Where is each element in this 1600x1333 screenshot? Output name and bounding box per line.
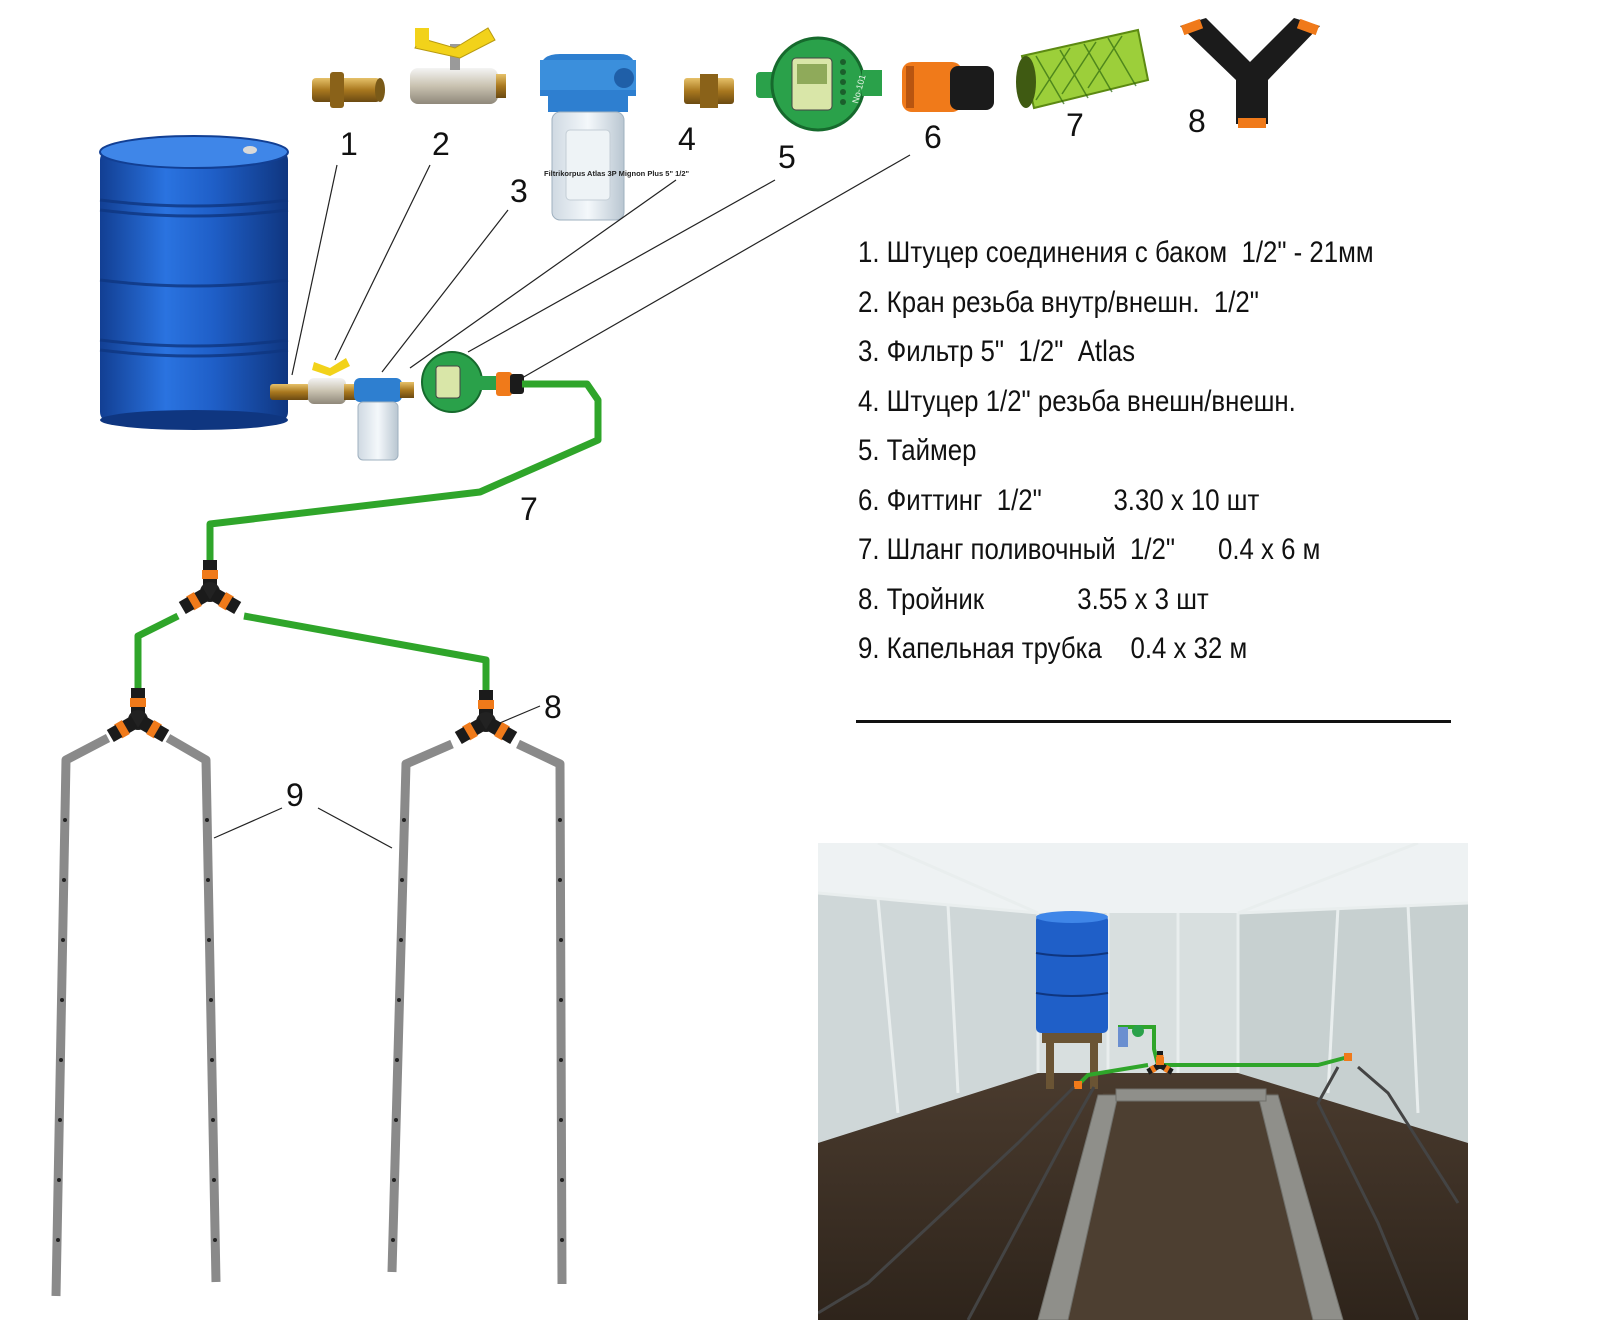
parts-legend: 1. Штуцер соединения с баком 1/2" - 21мм… — [858, 228, 1498, 674]
tee-connector-icon — [1180, 18, 1320, 128]
callout-6: 6 — [924, 119, 942, 155]
hose-fitting-icon — [902, 62, 994, 112]
callout-2: 2 — [432, 126, 450, 162]
legend-item-7: 7. Шланг поливочный 1/2" 0.4 х 6 м — [858, 533, 1321, 566]
legend-divider — [856, 720, 1451, 723]
tee-connector-icon — [454, 690, 518, 745]
legend-item-3: 3. Фильтр 5" 1/2" Atlas — [858, 335, 1136, 368]
tank-connector-icon — [312, 72, 385, 108]
legend-item-9: 9. Капельная трубка 0.4 х 32 м — [858, 632, 1248, 665]
callout-4: 4 — [678, 121, 696, 157]
filter-label: Filtrikorpus Atlas 3P Mignon Plus 5" 1/2… — [544, 169, 690, 178]
callout-1: 1 — [340, 126, 358, 162]
legend-item-2: 2. Кран резьба внутр/внешн. 1/2" — [858, 285, 1259, 319]
callout-7: 7 — [520, 491, 538, 527]
callout-8-top: 8 — [1188, 103, 1206, 139]
leader-lines — [213, 154, 911, 849]
hose-icon — [1016, 28, 1150, 110]
drip-tubes — [51, 734, 567, 1297]
legend-item-4: 4. Штуцер 1/2" резьба внешн/внешн. — [858, 384, 1296, 418]
nipple-icon — [684, 74, 734, 108]
hose-network — [134, 380, 602, 690]
ball-valve-icon — [410, 27, 506, 104]
callout-3: 3 — [510, 173, 528, 209]
legend-item-5: 5. Таймер — [858, 434, 977, 467]
filter-icon: Filtrikorpus Atlas 3P Mignon Plus 5" 1/2… — [540, 54, 690, 221]
tee-connector-icon — [178, 560, 242, 615]
legend-item-6: 6. Фиттинг 1/2" 3.30 х 10 шт — [858, 483, 1260, 517]
legend-item-8: 8. Тройник 3.55 х 3 шт — [858, 582, 1209, 616]
callout-7-top: 7 — [1066, 107, 1084, 143]
assembly-chain — [270, 351, 524, 461]
timer-icon: No-101 — [756, 36, 882, 132]
drip-holes — [56, 818, 564, 1242]
callout-8: 8 — [544, 689, 562, 725]
callout-9: 9 — [286, 777, 304, 813]
barrel-icon — [99, 135, 289, 430]
callout-5: 5 — [778, 139, 796, 175]
barrel-icon — [1035, 911, 1109, 1033]
legend-item-1: 1. Штуцер соединения с баком 1/2" - 21мм — [858, 236, 1374, 269]
greenhouse-photo — [818, 843, 1468, 1320]
tee-connector-icon — [106, 688, 170, 743]
